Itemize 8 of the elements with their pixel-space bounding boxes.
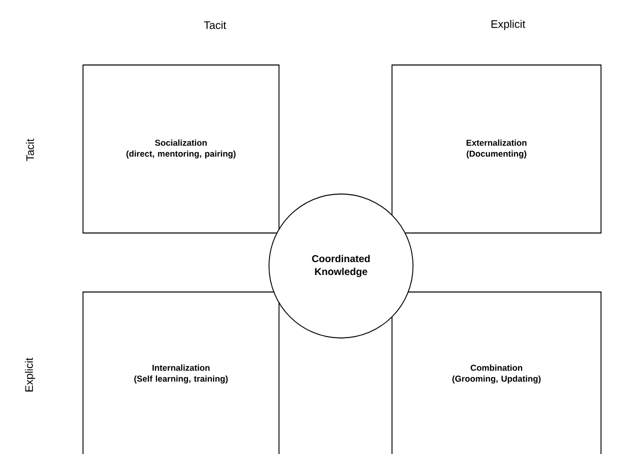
column-header: Explicit: [492, 20, 526, 30]
column-header: Tacit: [204, 20, 226, 30]
quadrant-box: Internalization (Self learning, training): [82, 292, 280, 454]
row-header: Tacit: [26, 138, 34, 161]
quadrant-box: Combination (Grooming, Updating): [392, 292, 602, 454]
row-header: Explicit: [24, 358, 36, 392]
quadrant-box: Socialization (direct, mentoring, pairing): [82, 64, 280, 234]
quadrant-box: Externalization (Documenting): [392, 64, 602, 234]
